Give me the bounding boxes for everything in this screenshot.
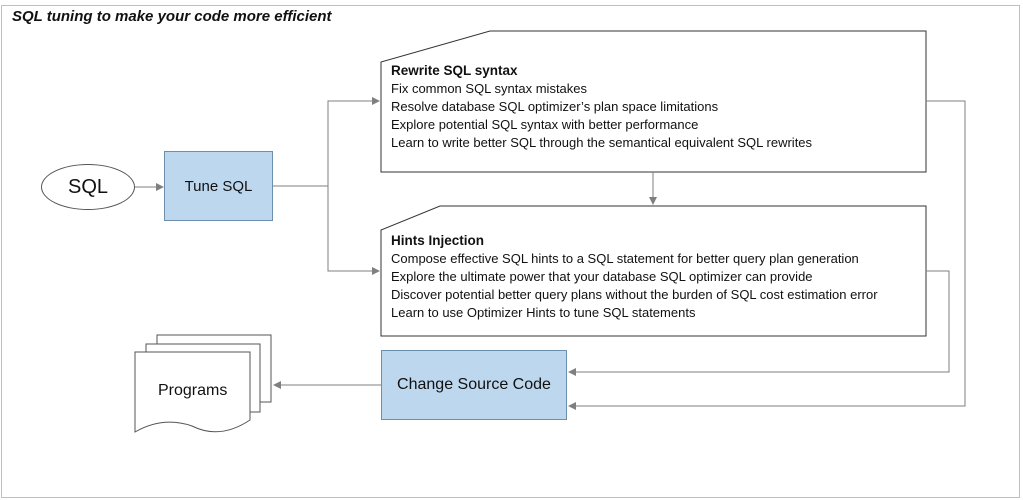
sql-input-node: SQL xyxy=(41,164,135,210)
programs-document-stack xyxy=(134,334,272,433)
diagram-title: SQL tuning to make your code more effici… xyxy=(12,8,332,25)
rewrite-line: Fix common SQL syntax mistakes xyxy=(391,81,588,96)
rewrite-line: Learn to write better SQL through the se… xyxy=(391,135,813,150)
hints-line: Explore the ultimate power that your dat… xyxy=(391,269,813,284)
rewrite-line: Resolve database SQL optimizer’s plan sp… xyxy=(391,99,719,114)
tune-sql-label: Tune SQL xyxy=(184,177,253,195)
arrow-rewrite-to-change xyxy=(568,100,966,410)
arrow-tune-to-hints xyxy=(327,186,380,275)
arrow-hints-to-change xyxy=(568,270,950,376)
change-source-code-label: Change Source Code xyxy=(397,376,551,393)
hints-title: Hints Injection xyxy=(391,233,485,248)
programs-label: Programs xyxy=(158,382,228,399)
rewrite-title: Rewrite SQL syntax xyxy=(391,63,518,78)
tune-sql-node: Tune SQL xyxy=(164,151,273,221)
hints-line: Discover potential better query plans wi… xyxy=(391,287,878,302)
diagram-frame xyxy=(1,5,1020,498)
hints-line: Compose effective SQL hints to a SQL sta… xyxy=(391,251,859,266)
hints-line: Learn to use Optimizer Hints to tune SQL… xyxy=(391,305,696,320)
change-source-code-node: Change Source Code xyxy=(381,350,567,420)
rewrite-line: Explore potential SQL syntax with better… xyxy=(391,117,699,132)
arrow-tune-to-rewrite xyxy=(273,97,380,187)
sql-input-label: SQL xyxy=(67,175,109,198)
